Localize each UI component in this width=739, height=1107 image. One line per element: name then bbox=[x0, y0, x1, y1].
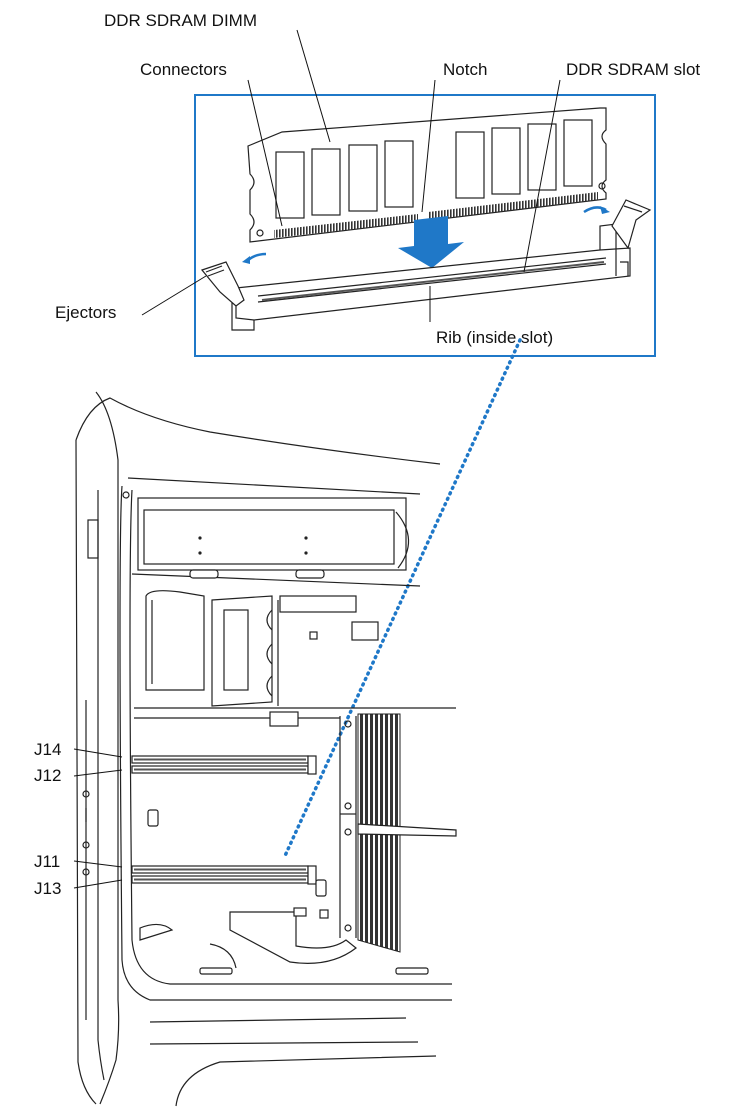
label-dimm: DDR SDRAM DIMM bbox=[104, 11, 257, 30]
memory-chip bbox=[275, 151, 305, 219]
fan-housing bbox=[145, 590, 205, 691]
label-slot: DDR SDRAM slot bbox=[566, 60, 700, 79]
mounting-hole bbox=[598, 182, 606, 190]
label-ejectors: Ejectors bbox=[55, 303, 116, 322]
insert-arrow bbox=[398, 216, 464, 268]
memory-slot-j12 bbox=[131, 765, 309, 774]
label-notch: Notch bbox=[443, 60, 487, 79]
dimm-connectors bbox=[428, 192, 598, 220]
leader-j11 bbox=[73, 860, 123, 868]
label-rib: Rib (inside slot) bbox=[436, 328, 553, 347]
memory-chip bbox=[348, 144, 378, 212]
leader-j13 bbox=[73, 879, 123, 889]
callout-dotted-line bbox=[282, 338, 522, 860]
memory-slot-j13 bbox=[131, 875, 309, 884]
port bbox=[82, 868, 90, 876]
pci-card bbox=[357, 823, 457, 837]
leader-j12 bbox=[73, 769, 123, 777]
label-j14: J14 bbox=[34, 740, 61, 759]
vent-slot bbox=[87, 519, 99, 559]
dimm-module bbox=[247, 107, 607, 243]
dimm-connectors bbox=[274, 214, 418, 238]
memory-chip bbox=[527, 123, 557, 191]
memory-slot-j14 bbox=[131, 755, 309, 764]
ejector-right bbox=[611, 199, 652, 250]
leader-ejectors bbox=[141, 275, 207, 316]
label-j12: J12 bbox=[34, 766, 61, 785]
mounting-hole bbox=[256, 229, 264, 237]
cable-clip bbox=[139, 923, 174, 941]
port bbox=[82, 841, 90, 849]
memory-chip bbox=[455, 131, 485, 199]
leader-notch bbox=[421, 79, 436, 213]
drive-bay bbox=[137, 497, 407, 571]
screw bbox=[122, 491, 130, 499]
cable-bracket bbox=[211, 595, 273, 707]
memory-chip bbox=[491, 127, 521, 195]
memory-chip bbox=[563, 119, 593, 187]
battery bbox=[351, 621, 379, 641]
leader-j14 bbox=[73, 748, 123, 758]
memory-chip bbox=[311, 148, 341, 216]
label-j11: J11 bbox=[34, 852, 60, 871]
memory-slot-j11 bbox=[131, 865, 309, 874]
connector bbox=[279, 595, 357, 613]
drive bbox=[143, 509, 395, 565]
label-connectors: Connectors bbox=[140, 60, 227, 79]
connector bbox=[269, 711, 299, 727]
computer-enclosure bbox=[75, 391, 457, 1107]
leader-connectors bbox=[247, 79, 283, 227]
memory-chip bbox=[384, 140, 414, 208]
detail-inset bbox=[194, 94, 656, 357]
leader-slot bbox=[523, 79, 561, 273]
dimm-slot bbox=[231, 223, 631, 331]
ribbon-cable bbox=[229, 911, 357, 964]
led bbox=[82, 790, 90, 798]
label-j13: J13 bbox=[34, 879, 61, 898]
ejector-left bbox=[200, 261, 245, 307]
leader-dimm bbox=[296, 29, 331, 143]
